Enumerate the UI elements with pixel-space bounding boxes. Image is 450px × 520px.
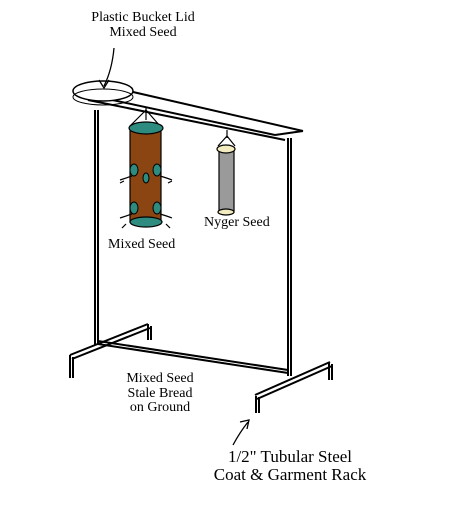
ground-label-line3: on Ground (129, 400, 191, 416)
lid-arrow (98, 47, 115, 90)
mixed-seed-feeder (119, 108, 173, 229)
rack-arrow (232, 419, 250, 446)
rack-label-line1: 1/2" Tubular Steel (227, 447, 353, 466)
mixed-seed-feeder-label: Mixed Seed (108, 237, 176, 252)
ground-label-line1: Mixed Seed (126, 371, 194, 386)
feeder-cap (128, 121, 164, 135)
nyger-seed-feeder (216, 130, 236, 216)
lid-label-line1: Plastic Bucket Lid (91, 10, 195, 25)
rack-label-line2: Coat & Garment Rack (213, 464, 367, 484)
ground-label: Mixed Seed Stale Bread on Ground (110, 371, 210, 416)
rack-label: 1/2" Tubular Steel Coat & Garment Rack (200, 448, 380, 484)
nyger-seed-label: Nyger Seed (204, 215, 270, 230)
lid-label-line2: Mixed Seed (109, 24, 177, 40)
ground-label-line2: Stale Bread (127, 385, 193, 401)
rack-frame (69, 110, 333, 413)
bucket-lid (72, 80, 134, 106)
lid-label: Plastic Bucket Lid Mixed Seed (78, 10, 208, 40)
